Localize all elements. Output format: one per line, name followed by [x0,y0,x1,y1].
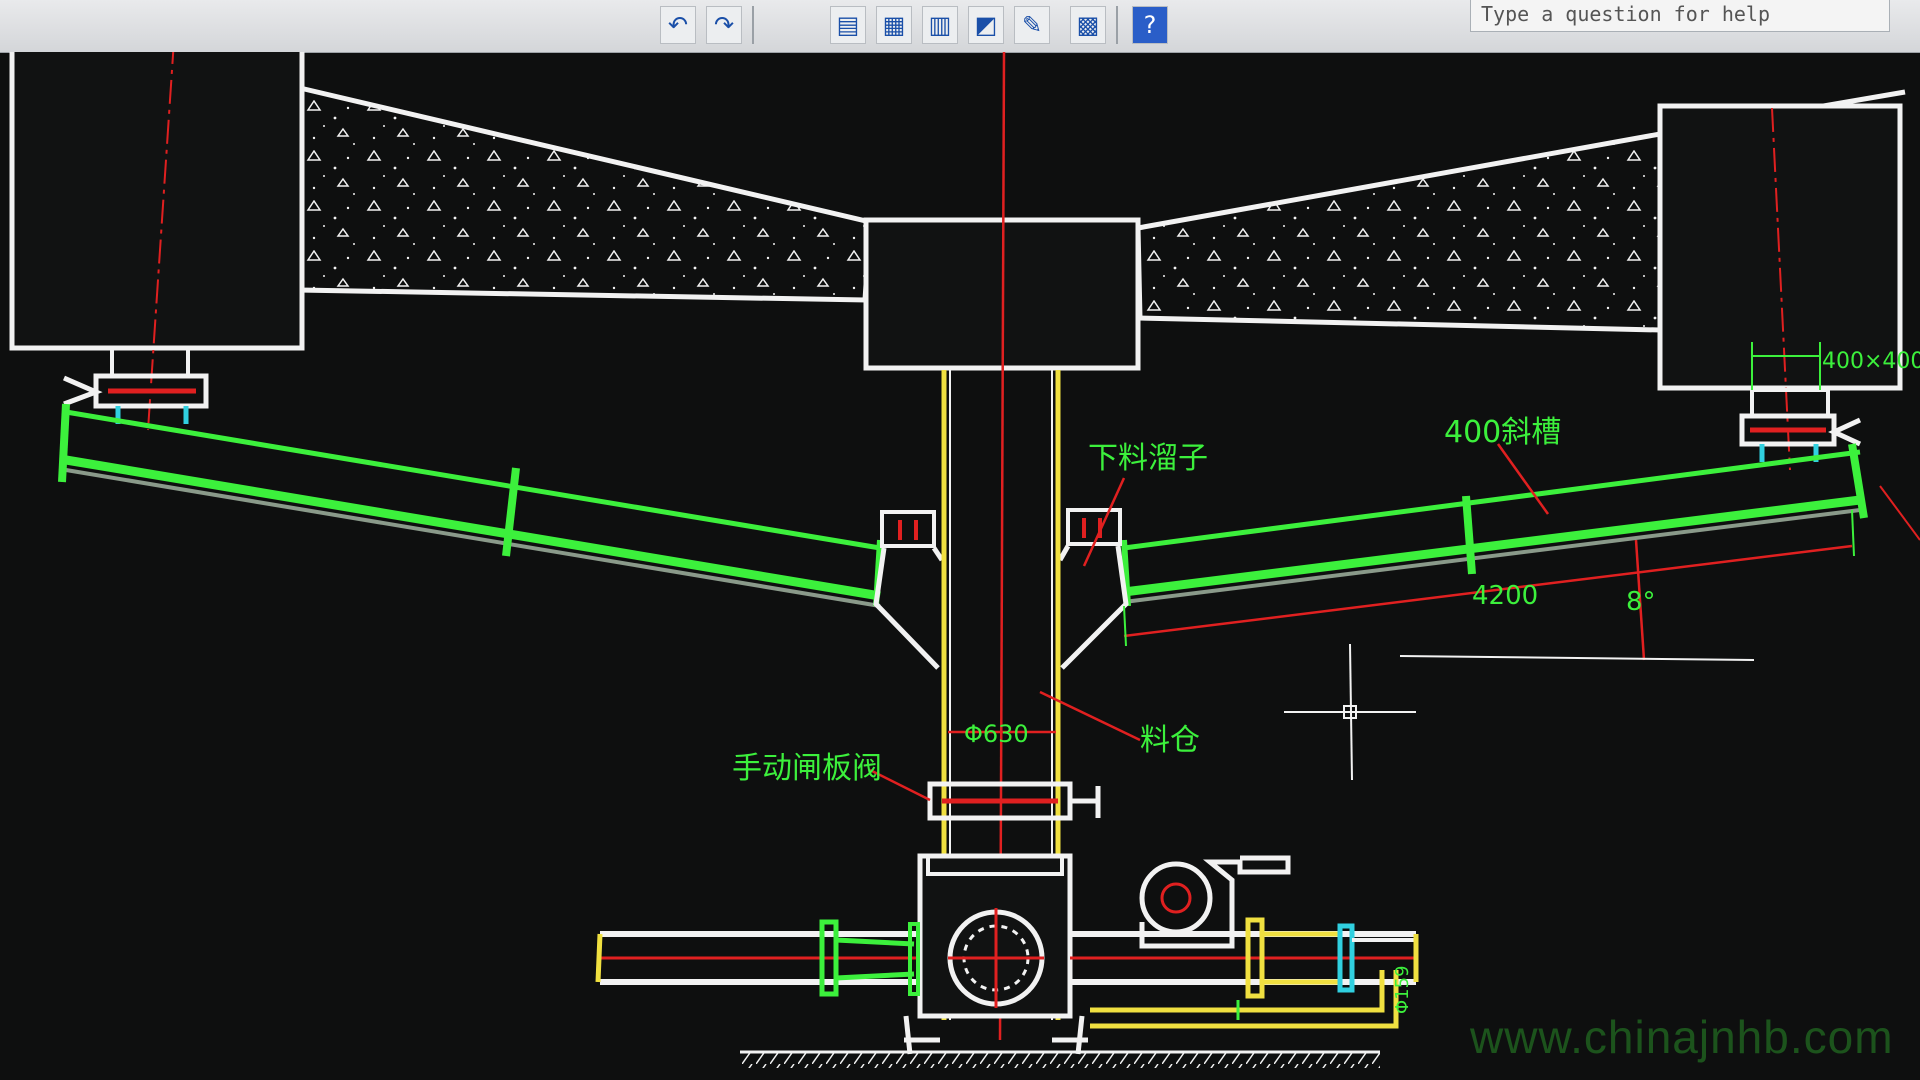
markup-icon[interactable]: ✎ [1014,6,1050,44]
left-feed-chute [873,510,945,670]
angle-label: 8° [1626,587,1656,617]
valve-label: 手动闸板阀 [732,751,882,786]
right-air-slide [1121,443,1868,607]
pipe-dia-label: Φ630 [964,720,1029,748]
cad-toolbar: ↶ ↷ ▤ ▦ ▥ ◩ ✎ ▩ ? Type a question for he… [0,0,1920,53]
small-pipe-label: Φ159 [1392,965,1413,1014]
right-feed-chute [1057,508,1129,670]
edge-leader [1879,485,1920,541]
angle-dimension [1399,539,1755,661]
chute-leader [1082,477,1126,567]
right-column [1657,103,1903,391]
ground-hatch [740,1052,1380,1068]
right-center-line [1771,107,1791,471]
undo-icon[interactable]: ↶ [660,6,696,44]
toolbar-separator [752,6,754,44]
horizontal-conveying-pipe [595,917,1419,999]
drawing-canvas[interactable]: 下料溜子 400斜槽 料仓 手动闸板阀 Φ630 4200 8° 400×400… [0,52,1920,1080]
left-concrete-slab [297,84,873,303]
length-dimension [1123,509,1855,647]
manual-gate-valve [927,781,1101,821]
toolpalette-icon[interactable]: ◩ [968,6,1004,44]
crosshair-cursor [1284,643,1416,781]
left-inlet-flange [62,346,209,424]
bin-leader [1039,690,1141,742]
bin-label: 料仓 [1140,723,1200,758]
length-label: 4200 [1472,581,1538,611]
slot-label: 400斜槽 [1444,415,1561,450]
help-icon[interactable]: ? [1132,6,1168,44]
slot-leader [1496,443,1550,515]
right-concrete-slab [1135,131,1663,333]
section-label: 400×400 [1822,349,1920,374]
left-column [9,52,305,351]
rotary-feeder [903,853,1088,1055]
help-search-input[interactable]: Type a question for help [1470,0,1890,32]
return-pipe [1090,970,1399,1029]
chute-label: 下料溜子 [1088,441,1208,476]
grid-icon[interactable]: ▦ [876,6,912,44]
toolbar-separator [1116,6,1118,44]
left-air-slide [58,403,883,608]
section-dimension [1751,342,1821,390]
left-center-line [147,52,175,431]
watermark: www.chinajnhb.com [1470,1011,1894,1063]
right-inlet-flange [1739,388,1862,462]
layer-icon[interactable]: ▤ [830,6,866,44]
calculator-icon[interactable]: ▩ [1070,6,1106,44]
redo-icon[interactable]: ↷ [706,6,742,44]
properties-icon[interactable]: ▥ [922,6,958,44]
valve-leader [869,768,931,802]
